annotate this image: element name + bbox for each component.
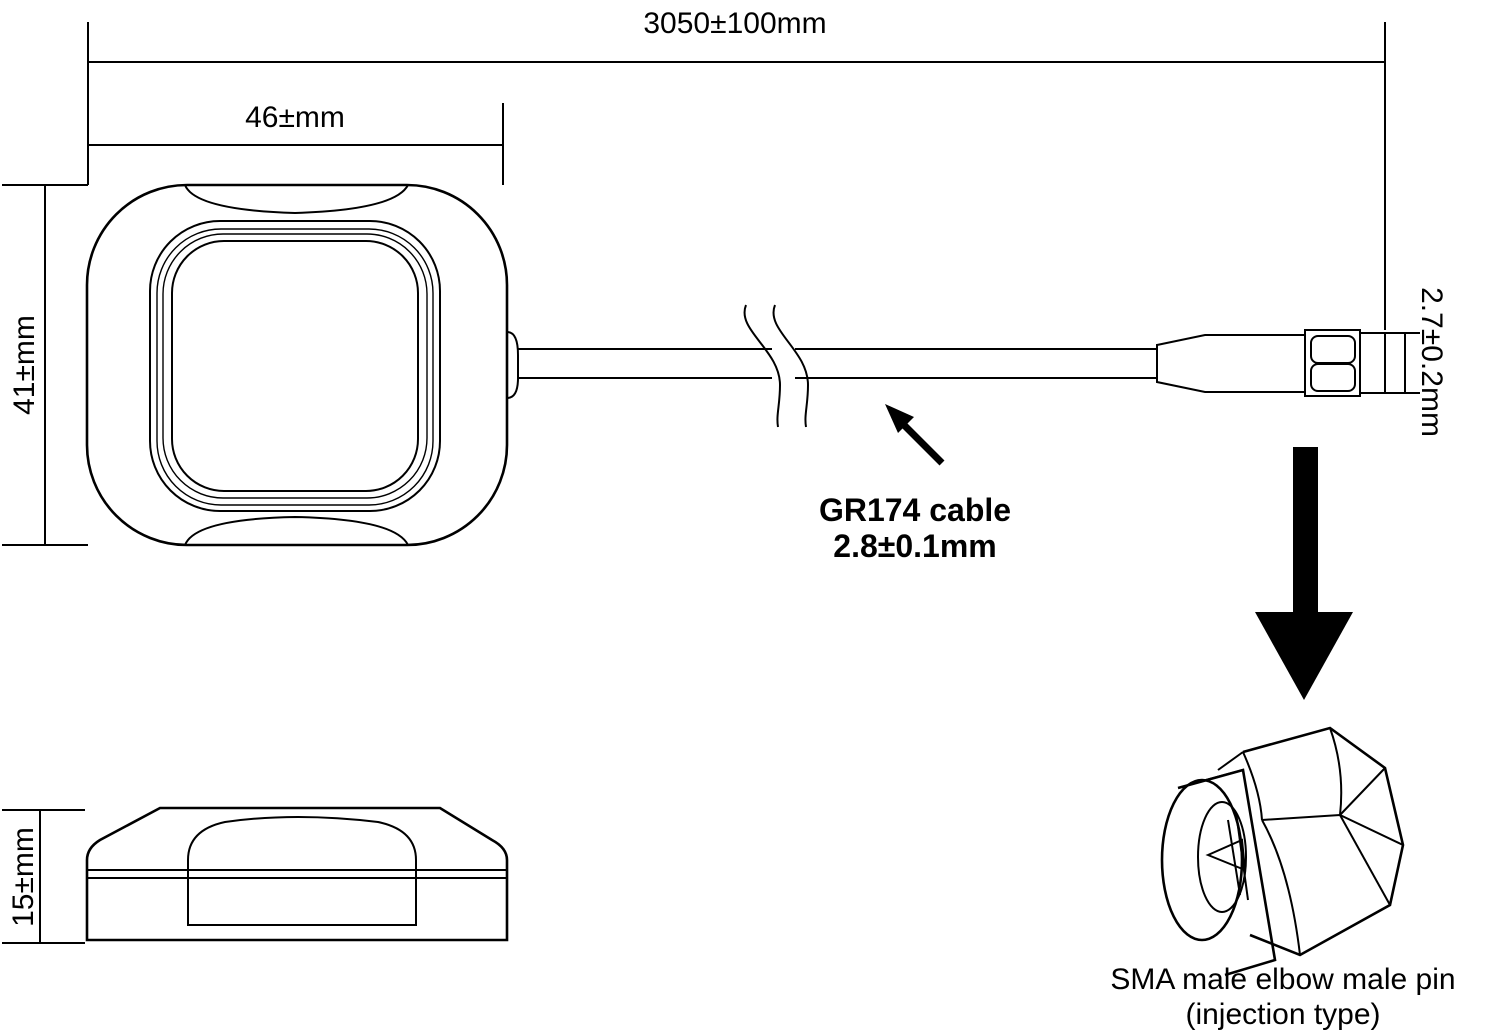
total-length-label: 3050±100mm — [643, 7, 826, 40]
connector-diameter-label: 2.7±0.2mm — [1415, 287, 1448, 437]
connector-dimension: 2.7±0.2mm — [1360, 287, 1448, 437]
down-arrow-icon — [1255, 447, 1353, 700]
sma-connector-illustration — [1160, 726, 1405, 977]
cable-name-label: GR174 cable — [819, 492, 1011, 528]
depth-label: 41±mm — [8, 315, 41, 415]
connector-side-view — [1156, 329, 1386, 397]
antenna-top-view — [85, 183, 519, 547]
connector-label-line1: SMA male elbow male pin — [1110, 963, 1455, 996]
cable-leader-arrow — [885, 404, 945, 466]
cable: GR174 cable 2.8±0.1mm — [518, 304, 1157, 564]
total-length-dimension: 3050±100mm — [87, 7, 1386, 330]
height-dimension: 15±mm — [2, 809, 85, 944]
connector-label-line2: (injection type) — [1185, 998, 1380, 1031]
antenna-side-view — [85, 806, 509, 942]
width-dimension: 46±mm — [88, 101, 504, 185]
height-label: 15±mm — [7, 827, 40, 927]
width-label: 46±mm — [245, 101, 345, 134]
depth-dimension: 41±mm — [2, 184, 88, 546]
cable-diameter-label: 2.8±0.1mm — [833, 528, 996, 564]
